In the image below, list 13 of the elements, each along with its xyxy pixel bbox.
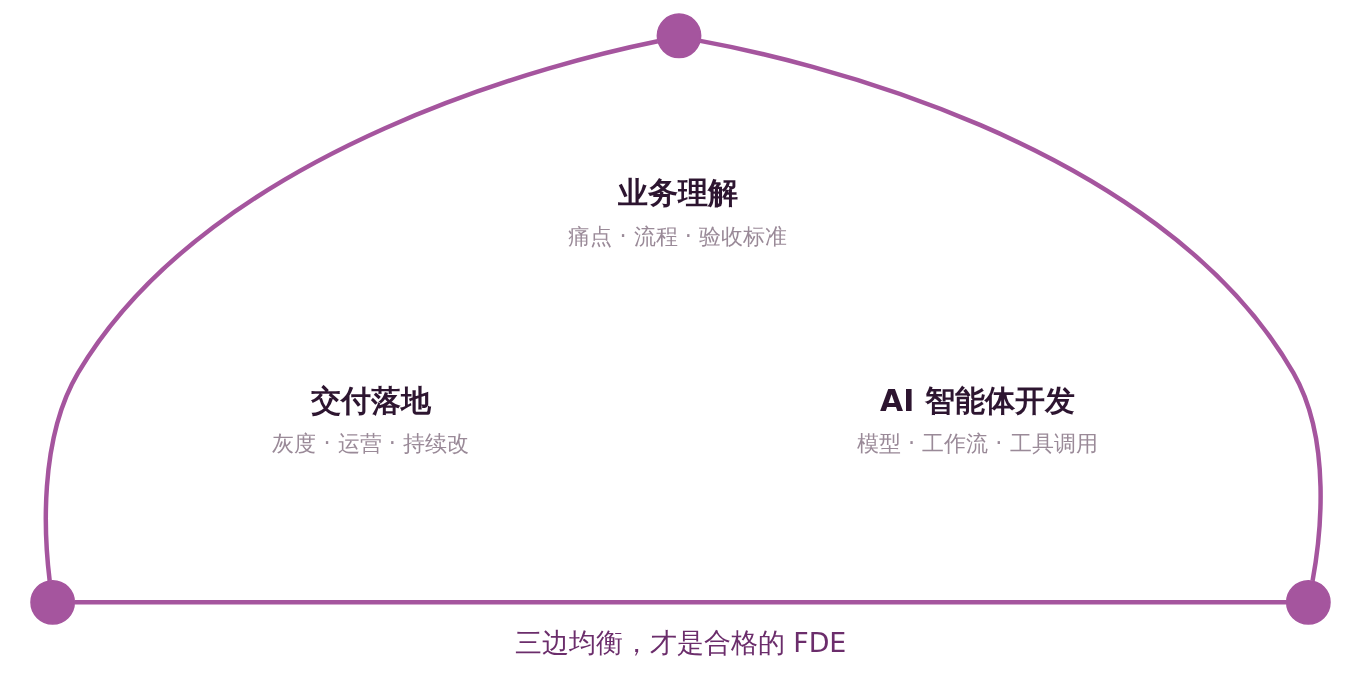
connector: [74, 600, 1287, 605]
node-circle: [1285, 579, 1331, 625]
caption: 三边均衡，才是合格的 FDE: [514, 626, 846, 658]
node-label: 交付落地: [310, 383, 431, 419]
node-label: 灰度 · 运营 · 持续改: [271, 430, 469, 457]
node-circle: [656, 13, 701, 59]
node-label: 模型 · 工作流 · 工具调用: [856, 430, 1098, 457]
node-label: 痛点 · 流程 · 验收标准: [567, 222, 787, 249]
connector: [43, 39, 658, 582]
node-circle: [29, 579, 75, 625]
connector: [699, 38, 1323, 582]
node-label: AI 智能体开发: [879, 383, 1075, 419]
node-label: 业务理解: [617, 175, 738, 211]
